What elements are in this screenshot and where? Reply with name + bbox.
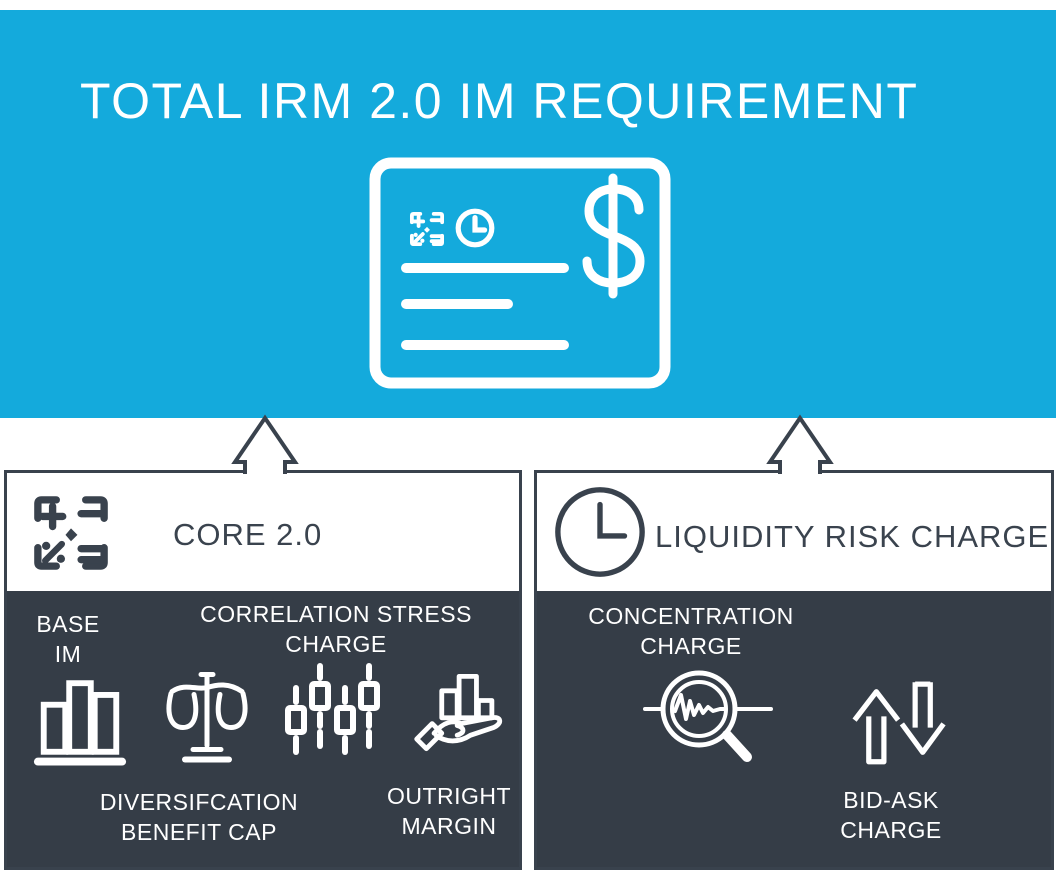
invoice-dollar-icon xyxy=(368,156,672,390)
up-arrow-core xyxy=(223,412,307,474)
balance-scale-icon xyxy=(157,661,257,767)
calculator-icon xyxy=(25,487,117,579)
hand-chart-icon xyxy=(409,657,515,769)
label-outright-margin: OUTRIGHT MARGIN xyxy=(386,783,512,839)
label-correlation-stress-charge: CORRELATION STRESS CHARGE xyxy=(200,601,472,657)
bar-chart-icon xyxy=(31,665,129,769)
banner-title: TOTAL IRM 2.0 IM REQUIREMENT xyxy=(80,73,919,129)
magnifier-waveform-icon xyxy=(643,661,775,779)
label-diversification-benefit-cap: DIVERSIFCATION BENEFIT CAP xyxy=(99,789,299,845)
up-arrow-liquidity xyxy=(758,412,842,474)
core-title: CORE 2.0 xyxy=(173,517,323,552)
label-concentration-charge: CONCENTRATION CHARGE xyxy=(588,603,794,659)
core-box: CORE 2.0 BASE IM CORRELATION STRESS CHAR… xyxy=(4,470,522,870)
clock-icon xyxy=(551,483,649,581)
liquidity-box: LIQUIDITY RISK CHARGE CONCENTRATION CHAR… xyxy=(534,470,1054,870)
liquidity-title: LIQUIDITY RISK CHARGE xyxy=(655,519,1050,554)
total-im-banner: TOTAL IRM 2.0 IM REQUIREMENT xyxy=(0,10,1056,418)
label-base-im: BASE IM xyxy=(36,611,100,667)
core-header: CORE 2.0 xyxy=(7,473,519,591)
liquidity-header: LIQUIDITY RISK CHARGE xyxy=(537,473,1051,591)
sliders-icon xyxy=(283,657,383,769)
bid-ask-arrows-icon xyxy=(847,673,953,771)
label-bid-ask-charge: BID-ASK CHARGE xyxy=(840,787,942,843)
